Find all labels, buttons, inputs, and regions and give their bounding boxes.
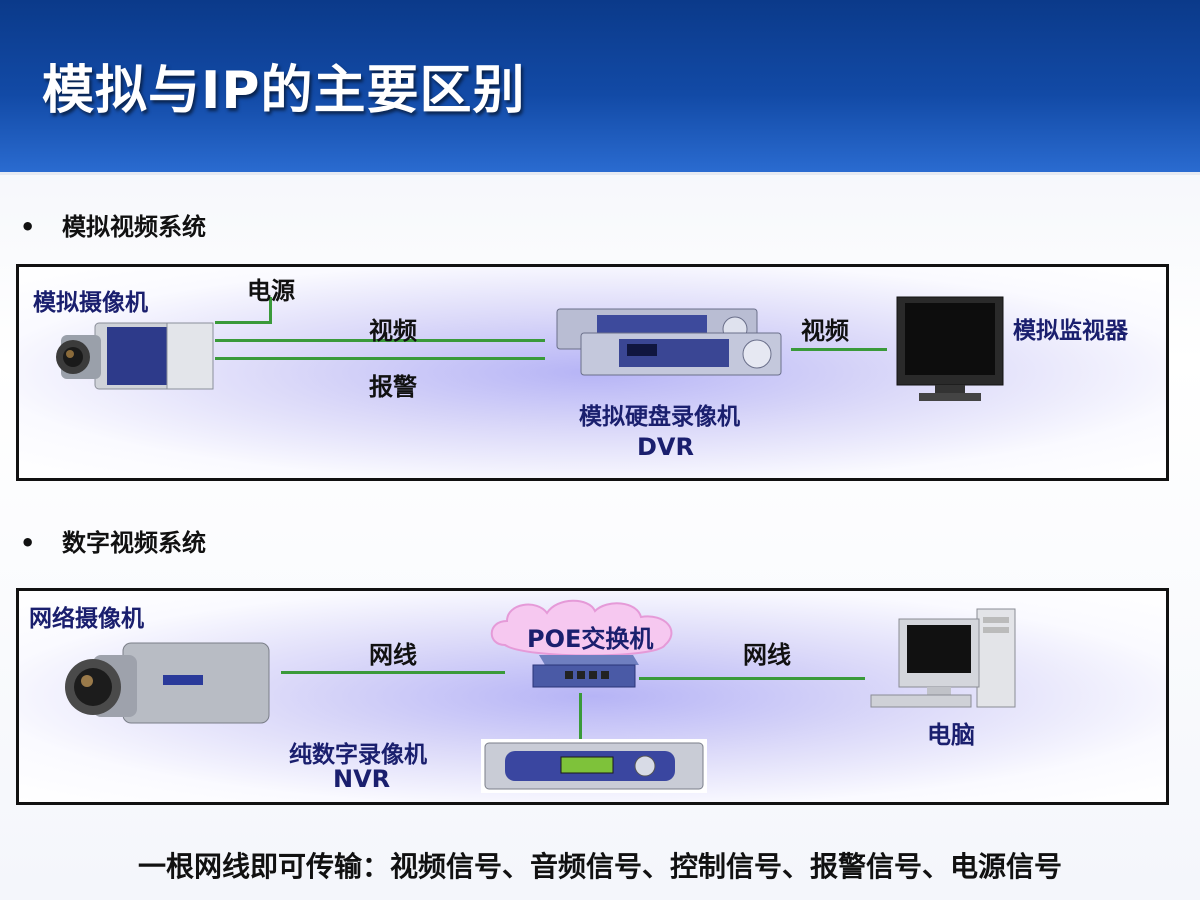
cable-left-label: 网线 xyxy=(369,641,417,669)
bullet-icon: • xyxy=(20,213,36,241)
cloud-icon xyxy=(490,599,673,657)
nvr-abbr: NVR xyxy=(333,765,391,793)
power-cable xyxy=(215,321,271,324)
video-cable xyxy=(215,339,545,342)
dvr-icon xyxy=(556,308,782,376)
dvr-label: 模拟硬盘录像机 xyxy=(579,404,740,430)
poe-switch-icon xyxy=(532,655,639,688)
nvr-icon xyxy=(481,739,707,793)
alarm-label: 报警 xyxy=(369,373,417,401)
alarm-cable xyxy=(215,357,545,360)
digital-heading-text: 数字视频系统 xyxy=(62,529,206,557)
pc-label: 电脑 xyxy=(927,721,975,749)
network-camera-label: 网络摄像机 xyxy=(29,606,144,632)
poe-switch-label: POE交换机 xyxy=(527,625,654,653)
monitor-cable xyxy=(791,348,887,351)
camera-network-cable xyxy=(281,671,505,674)
slide-title: 模拟与IP的主要区别 xyxy=(42,61,526,121)
title-banner: 模拟与IP的主要区别 xyxy=(0,0,1200,175)
digital-heading: • 数字视频系统 xyxy=(20,523,206,558)
bullet-icon: • xyxy=(20,529,36,557)
cable-right-label: 网线 xyxy=(743,641,791,669)
video-out-label: 视频 xyxy=(801,317,849,345)
power-label: 电源 xyxy=(247,277,295,305)
dvr-abbr: DVR xyxy=(637,433,694,461)
analog-diagram: 模拟摄像机 电源 视频 报警 模拟硬盘录像机 DVR 视频 模拟监视器 xyxy=(16,264,1169,481)
analog-camera-icon xyxy=(56,322,214,390)
network-camera-icon xyxy=(65,642,270,724)
footer-note: 一根网线即可传输：视频信号、音频信号、控制信号、报警信号、电源信号 xyxy=(137,850,1062,883)
switch-nvr-cable xyxy=(579,693,582,741)
monitor-label: 模拟监视器 xyxy=(1013,318,1128,344)
computer-icon xyxy=(870,608,1016,708)
analog-heading-text: 模拟视频系统 xyxy=(62,213,206,241)
monitor-icon xyxy=(896,296,1004,401)
analog-heading: • 模拟视频系统 xyxy=(20,207,206,242)
digital-diagram: 网络摄像机 网线 POE交换机 网线 纯数字录像机 NVR xyxy=(16,588,1169,805)
nvr-label: 纯数字录像机 xyxy=(289,742,427,768)
switch-pc-cable xyxy=(639,677,865,680)
video-label: 视频 xyxy=(369,317,417,345)
analog-camera-label: 模拟摄像机 xyxy=(33,290,148,316)
power-cable-riser xyxy=(269,297,272,324)
